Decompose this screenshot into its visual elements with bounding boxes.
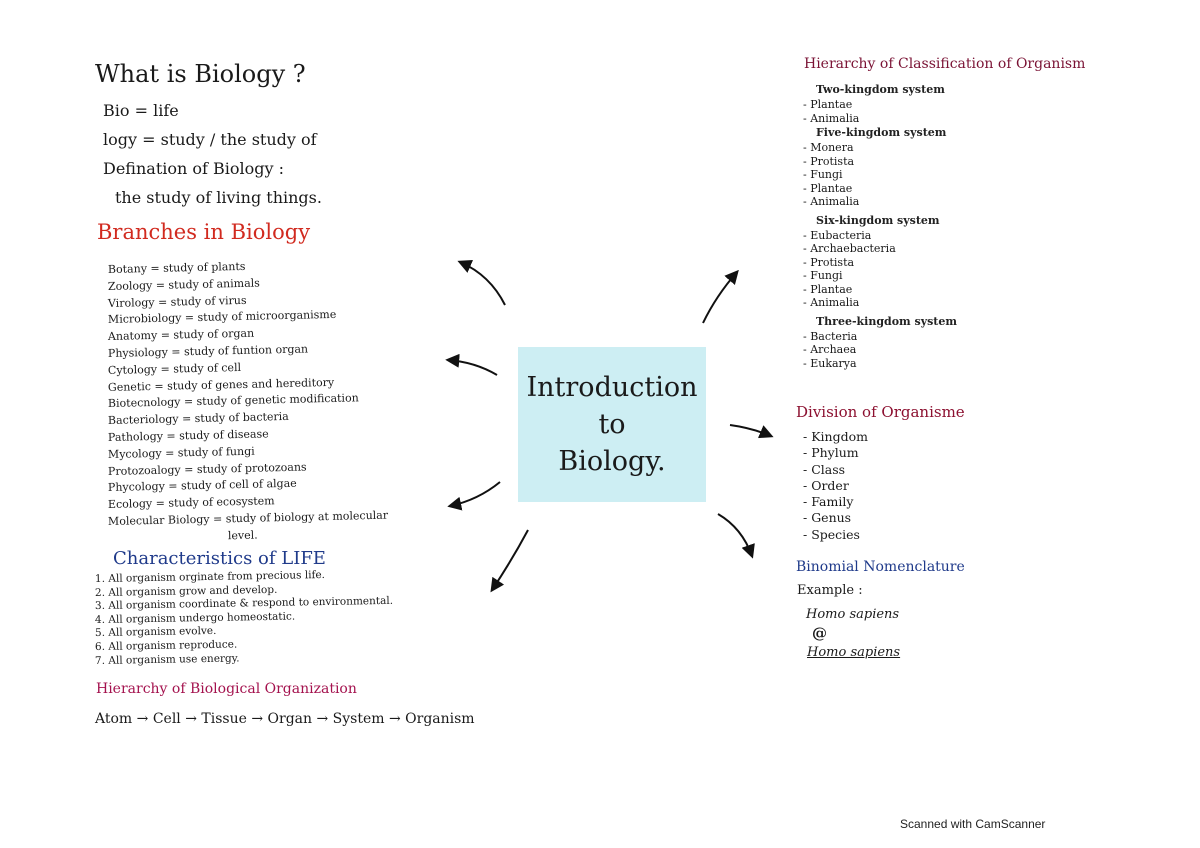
kingdom-item: - Bacteria xyxy=(803,329,858,343)
arrow-to-what-is-biology xyxy=(457,260,506,306)
definition-text: the study of living things. xyxy=(115,188,322,207)
bio-meaning: Bio = life xyxy=(103,101,179,120)
kingdom-item: - Animalia xyxy=(803,111,860,125)
arrow-to-hierarchy-bio xyxy=(490,529,529,593)
center-title-line1: Introduction xyxy=(526,372,698,403)
branches-title: Branches in Biology xyxy=(97,220,311,244)
kingdom-item: - Plantae xyxy=(803,282,853,296)
arrow-to-branches xyxy=(445,353,498,376)
kingdom-item: - Eukarya xyxy=(803,356,857,370)
characteristics-list: 1. All organism orginate from precious l… xyxy=(95,569,393,668)
what-is-biology-title: What is Biology ? xyxy=(95,60,306,88)
division-list: - Kingdom - Phylum - Class - Order - Fam… xyxy=(803,429,868,543)
division-item: - Species xyxy=(803,526,860,542)
arrow-to-classification xyxy=(702,269,739,324)
center-topic-box: Introduction to Biology. xyxy=(518,347,706,502)
kingdom-item: - Fungi xyxy=(803,269,843,282)
kingdom-item: - Fungi xyxy=(803,168,843,181)
kingdom-item: - Plantae xyxy=(803,181,853,195)
binomial-name-underlined: Homo sapiens xyxy=(807,645,901,660)
binomial-example-label: Example : xyxy=(797,583,863,598)
arrow-to-binomial xyxy=(717,513,755,559)
division-title: Division of Organisme xyxy=(796,403,965,421)
characteristics-title: Characteristics of LIFE xyxy=(113,548,326,569)
binomial-title: Binomial Nomenclature xyxy=(796,559,965,575)
arrow-to-characteristics xyxy=(447,481,501,511)
definition-label: Defination of Biology : xyxy=(103,159,285,178)
kingdom-item: - Plantae xyxy=(803,98,853,111)
division-item: - Genus xyxy=(803,510,852,526)
kingdom-item: - Archaebacteria xyxy=(803,242,896,255)
branches-list: Botany = study of plants Zoology = study… xyxy=(108,260,388,548)
scanner-watermark: Scanned with CamScanner xyxy=(900,817,1046,831)
division-item: - Class xyxy=(803,461,846,477)
system-title: Two-kingdom system xyxy=(816,83,945,96)
arrow-to-division xyxy=(729,424,774,439)
kingdom-item: - Protista xyxy=(803,154,855,168)
center-title-line2: to xyxy=(598,409,626,440)
system-title: Six-kingdom system xyxy=(816,213,940,227)
binomial-name-written: Homo sapiens xyxy=(806,607,900,622)
center-title-line3: Biology. xyxy=(558,446,666,477)
system-title: Three-kingdom system xyxy=(816,314,958,328)
logy-meaning: logy = study / the study of xyxy=(103,130,317,149)
kingdom-item: - Archaea xyxy=(803,343,857,356)
kingdom-item: - Protista xyxy=(803,255,855,269)
kingdom-item: - Eubacteria xyxy=(803,228,872,242)
classification-title: Hierarchy of Classification of Organism xyxy=(804,56,1086,72)
kingdom-item: - Animalia xyxy=(803,296,860,309)
division-item: - Order xyxy=(803,477,849,493)
division-item: - Kingdom xyxy=(803,429,868,444)
hierarchy-bio-title: Hierarchy of Biological Organization xyxy=(96,681,357,697)
system-title: Five-kingdom system xyxy=(816,126,947,139)
kingdom-item: - Animalia xyxy=(803,195,860,208)
hierarchy-bio-chain: Atom → Cell → Tissue → Organ → System → … xyxy=(95,711,475,727)
kingdom-systems: Two-kingdom system - Plantae - Animalia … xyxy=(803,82,957,370)
biology-definition-block: Bio = life logy = study / the study of D… xyxy=(103,96,322,212)
division-item: - Family xyxy=(803,494,854,510)
division-item: - Phylum xyxy=(803,445,859,461)
kingdom-item: - Monera xyxy=(803,141,854,154)
binomial-symbol: @ xyxy=(812,624,827,642)
center-topic-title: Introduction to Biology. xyxy=(518,369,706,480)
